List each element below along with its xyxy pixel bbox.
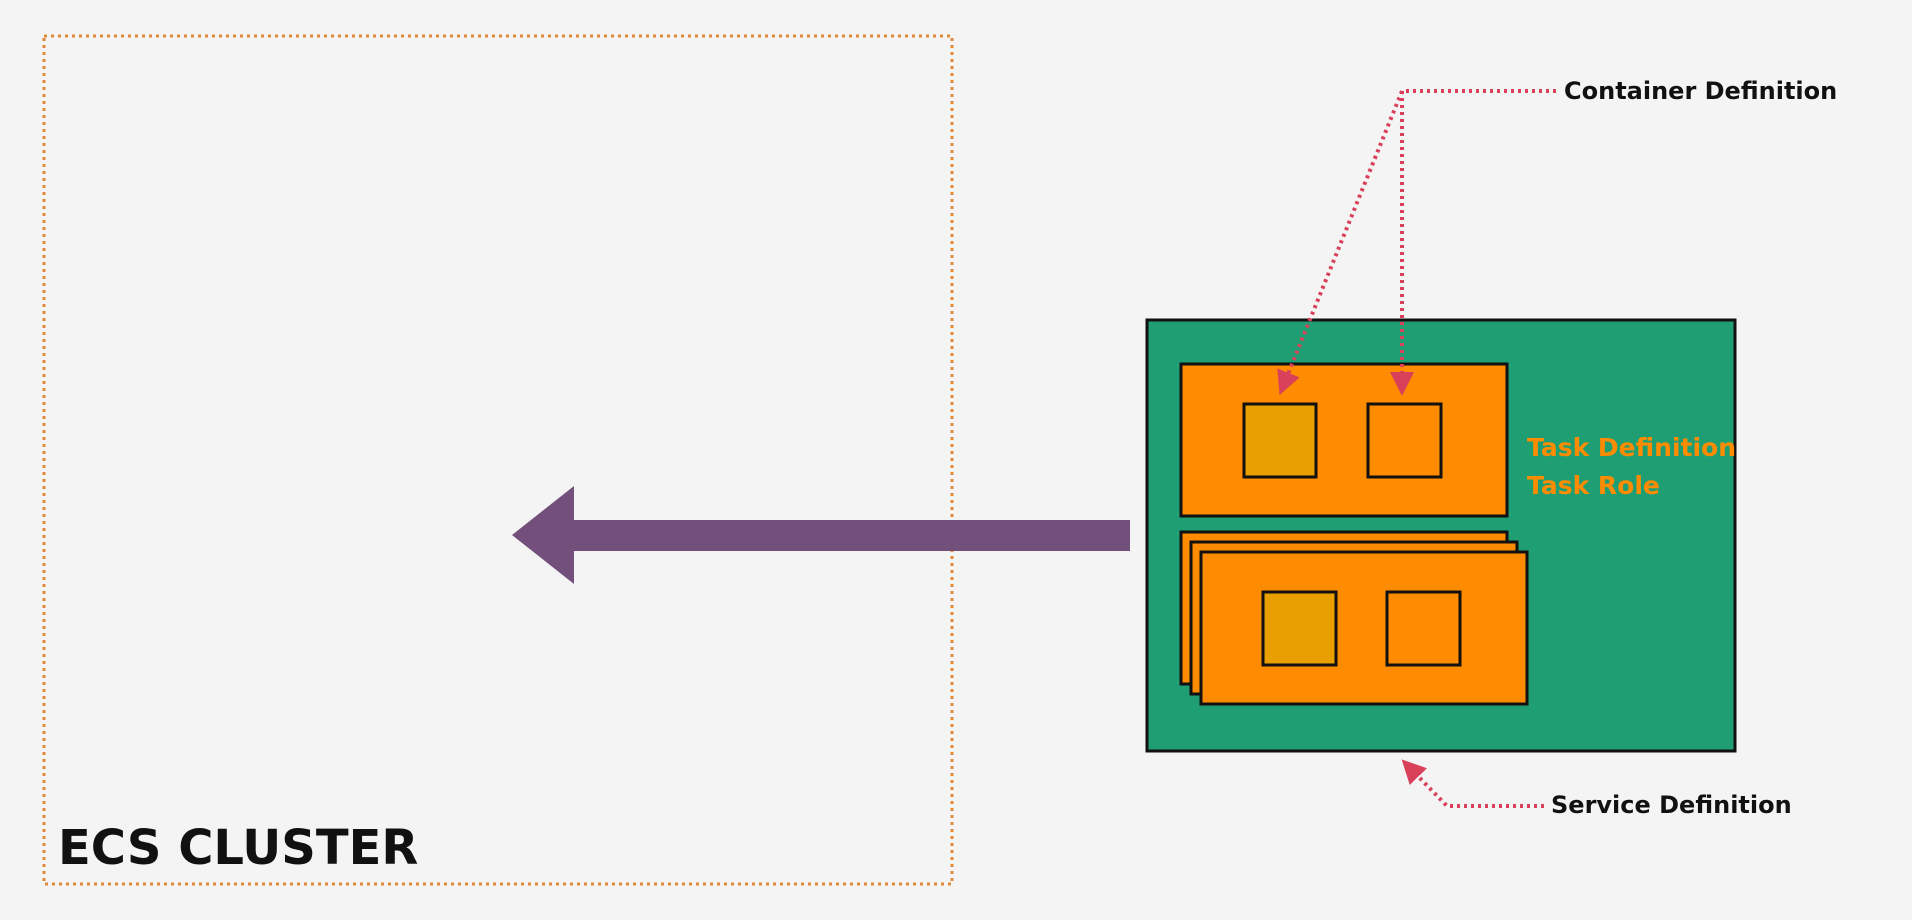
task-instance-container-1 (1261, 590, 1338, 667)
task-instance-front (1199, 550, 1529, 706)
service-definition-label: Service Definition (1551, 791, 1792, 819)
container-box-2 (1366, 402, 1443, 479)
task-definition-label: Task Definition (1527, 433, 1736, 462)
container-definition-label: Container Definition (1564, 77, 1837, 105)
deploy-arrow (512, 486, 1130, 584)
ecs-cluster-boundary (42, 34, 954, 886)
container-box-1 (1242, 402, 1318, 479)
task-role-label: Task Role (1527, 471, 1660, 500)
task-instance-container-2 (1385, 590, 1462, 667)
task-definition-box (1179, 362, 1509, 518)
service-definition-callout-line (1401, 759, 1544, 808)
ecs-cluster-label: ECS CLUSTER (58, 820, 418, 876)
